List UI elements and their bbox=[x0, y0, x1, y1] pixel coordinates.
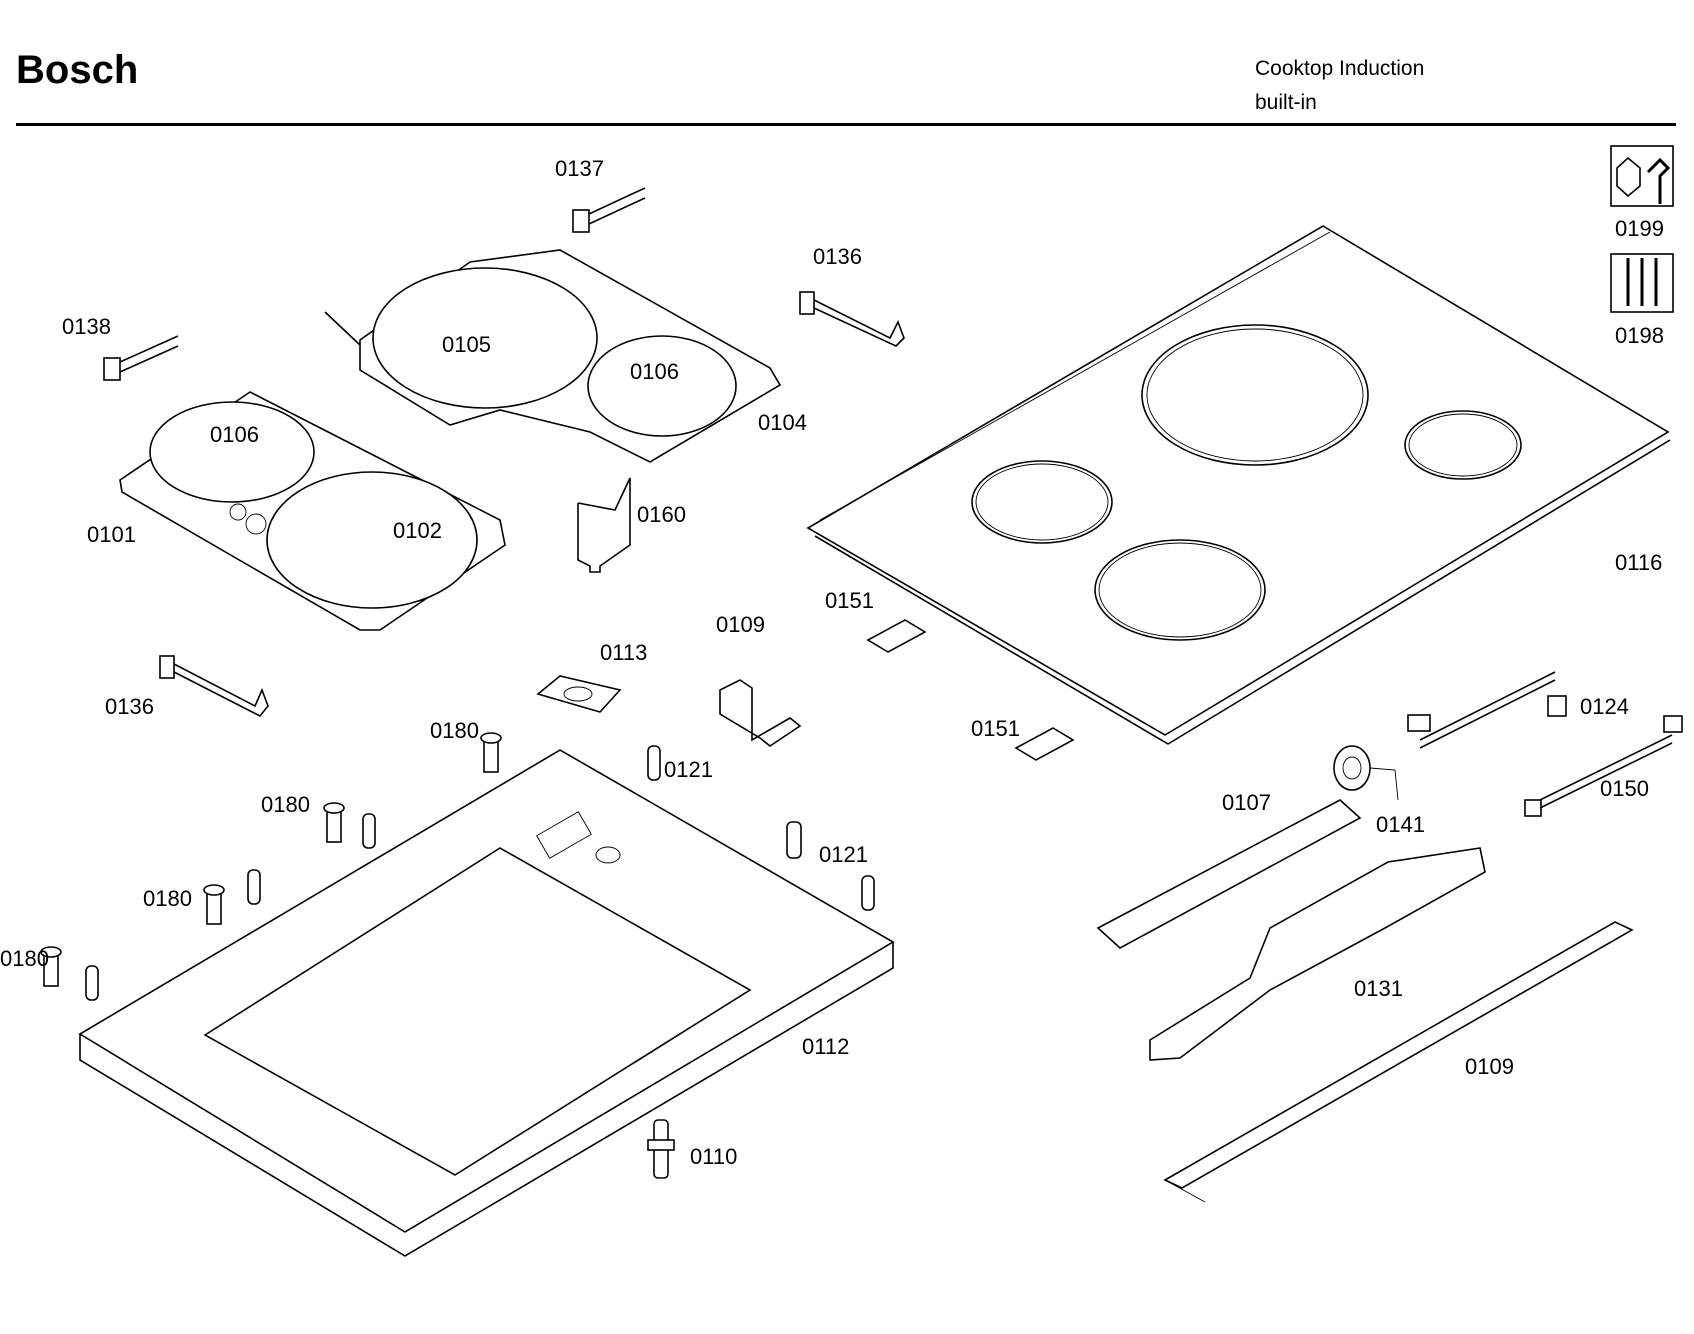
part-0180-foot-d[interactable] bbox=[40, 946, 62, 987]
product-subtype: built-in bbox=[1255, 91, 1317, 114]
label-0141: 0141 bbox=[1376, 812, 1425, 837]
label-0109-bracket: 0109 bbox=[716, 612, 765, 637]
part-0180-foot-c[interactable] bbox=[203, 884, 225, 925]
label-0131: 0131 bbox=[1354, 976, 1403, 1001]
part-0110-connector[interactable] bbox=[647, 1119, 675, 1179]
wrench-nut-icon[interactable] bbox=[1610, 145, 1674, 207]
part-0160-bracket[interactable] bbox=[577, 477, 631, 573]
part-0109-rail[interactable] bbox=[1163, 921, 1634, 1203]
part-0121-spring-e[interactable] bbox=[861, 875, 875, 911]
label-0137: 0137 bbox=[555, 156, 604, 181]
part-0150-cable[interactable] bbox=[1524, 715, 1683, 817]
part-0121-spring-a[interactable] bbox=[647, 745, 661, 781]
label-0180-d: 0180 bbox=[0, 946, 49, 971]
part-0121-spring-d[interactable] bbox=[247, 869, 261, 905]
label-0113: 0113 bbox=[600, 640, 647, 665]
part-0137-sensor[interactable] bbox=[572, 187, 646, 233]
part-0180-foot-a[interactable] bbox=[480, 732, 502, 773]
product-description: Cooktop Induction built-in bbox=[1255, 52, 1424, 120]
part-0141-knob[interactable] bbox=[1333, 745, 1399, 801]
label-0151-bottom: 0151 bbox=[971, 716, 1020, 741]
label-0121-b: 0121 bbox=[819, 842, 868, 867]
header-rule bbox=[16, 123, 1676, 126]
brand-title: Bosch bbox=[16, 48, 139, 92]
label-0199: 0199 bbox=[1615, 216, 1664, 241]
label-0116: 0116 bbox=[1615, 550, 1662, 575]
label-0180-c: 0180 bbox=[143, 886, 192, 911]
label-0106-top: 0106 bbox=[630, 359, 679, 384]
label-0107: 0107 bbox=[1222, 790, 1271, 815]
label-0136-top: 0136 bbox=[813, 244, 862, 269]
part-0116-glass-cooktop[interactable] bbox=[806, 225, 1671, 745]
part-0113-holder[interactable] bbox=[536, 675, 622, 713]
label-0104: 0104 bbox=[758, 410, 807, 435]
part-0109-bracket[interactable] bbox=[719, 679, 802, 747]
part-0151-clip-bottom[interactable] bbox=[1014, 727, 1075, 761]
part-0121-spring-b[interactable] bbox=[786, 821, 802, 859]
part-0151-clip-top[interactable] bbox=[866, 619, 927, 653]
screws-icon[interactable] bbox=[1610, 253, 1674, 313]
label-0151-top: 0151 bbox=[825, 588, 874, 613]
label-0136-bottom: 0136 bbox=[105, 694, 154, 719]
part-0121-spring-f[interactable] bbox=[85, 965, 99, 1001]
part-0180-foot-b[interactable] bbox=[323, 802, 345, 843]
label-0110: 0110 bbox=[690, 1144, 737, 1169]
part-0107-control-board[interactable] bbox=[1096, 799, 1362, 949]
part-0112-housing-frame[interactable] bbox=[78, 749, 895, 1257]
part-0101-coil-carrier-lower[interactable] bbox=[119, 391, 506, 631]
part-0136-clip-bottom[interactable] bbox=[159, 655, 269, 718]
label-0150: 0150 bbox=[1600, 776, 1649, 801]
label-0109-rail: 0109 bbox=[1465, 1054, 1514, 1079]
label-0112: 0112 bbox=[802, 1034, 849, 1059]
label-0180-a: 0180 bbox=[430, 718, 479, 743]
part-0104-coil-carrier-upper[interactable] bbox=[324, 249, 782, 463]
part-0124-cable[interactable] bbox=[1407, 671, 1567, 749]
label-0160: 0160 bbox=[637, 502, 686, 527]
label-0105: 0105 bbox=[442, 332, 491, 357]
label-0124: 0124 bbox=[1580, 694, 1629, 719]
label-0101: 0101 bbox=[87, 522, 136, 547]
product-type: Cooktop Induction bbox=[1255, 57, 1425, 80]
label-0102: 0102 bbox=[393, 518, 442, 543]
label-0138: 0138 bbox=[62, 314, 111, 339]
label-0198: 0198 bbox=[1615, 323, 1664, 348]
label-0180-b: 0180 bbox=[261, 792, 310, 817]
part-0136-clip-top[interactable] bbox=[799, 291, 905, 347]
label-0106-left: 0106 bbox=[210, 422, 259, 447]
part-0138-sensor[interactable] bbox=[103, 335, 179, 381]
label-0121-a: 0121 bbox=[664, 757, 713, 782]
part-0131-board-carrier[interactable] bbox=[1149, 847, 1486, 1061]
part-0121-spring-c[interactable] bbox=[362, 813, 376, 849]
